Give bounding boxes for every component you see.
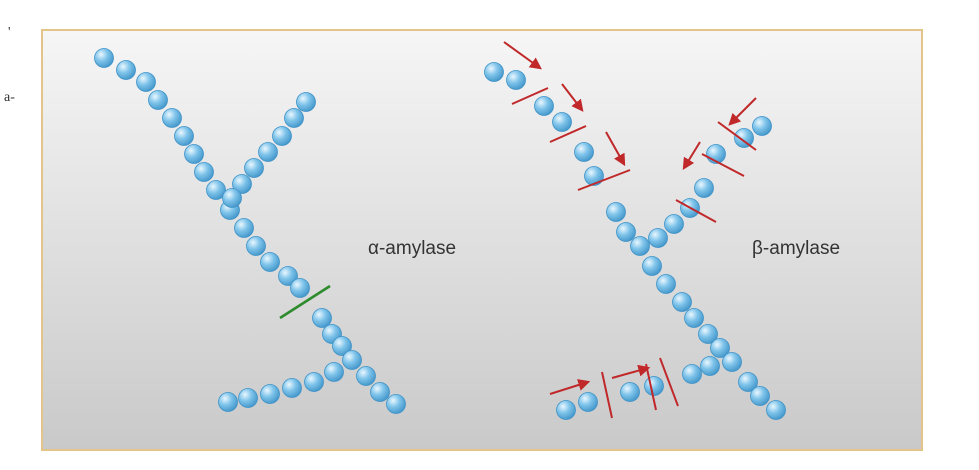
- beta-glucose-bead: [584, 166, 604, 186]
- beta-glucose-bead: [578, 392, 598, 412]
- alpha-glucose-bead: [284, 108, 304, 128]
- beta-cleavage-line: [659, 357, 679, 407]
- alpha-glucose-bead: [148, 90, 168, 110]
- beta-cleavage-line: [601, 371, 613, 419]
- red-arrow: [549, 379, 591, 395]
- beta-glucose-bead: [506, 70, 526, 90]
- beta-glucose-bead: [656, 274, 676, 294]
- beta-glucose-bead: [710, 338, 730, 358]
- alpha-glucose-bead: [94, 48, 114, 68]
- alpha-glucose-bead: [386, 394, 406, 414]
- alpha-glucose-bead: [260, 384, 280, 404]
- beta-glucose-bead: [750, 386, 770, 406]
- beta-glucose-bead: [606, 202, 626, 222]
- beta-glucose-bead: [552, 112, 572, 132]
- beta-glucose-bead: [698, 324, 718, 344]
- red-arrow: [611, 364, 651, 379]
- beta-glucose-bead: [574, 142, 594, 162]
- alpha-glucose-bead: [232, 174, 252, 194]
- alpha-glucose-bead: [184, 144, 204, 164]
- alpha-glucose-bead: [136, 72, 156, 92]
- beta-amylase-chain: [484, 62, 786, 420]
- beta-glucose-bead: [734, 128, 754, 148]
- cleavage-arrows: [503, 41, 757, 395]
- beta-cleavage-line: [701, 153, 745, 177]
- beta-glucose-bead: [682, 364, 702, 384]
- alpha-glucose-bead: [324, 362, 344, 382]
- beta-glucose-bead: [684, 308, 704, 328]
- corner-mark: ': [8, 25, 11, 40]
- red-arrow: [561, 83, 584, 112]
- alpha-glucose-bead: [272, 126, 292, 146]
- red-arrow: [503, 41, 542, 70]
- beta-glucose-bead: [766, 400, 786, 420]
- beta-amylase-label: β-amylase: [752, 238, 840, 259]
- beta-glucose-bead: [620, 382, 640, 402]
- alpha-glucose-bead: [174, 126, 194, 146]
- alpha-glucose-bead: [238, 388, 258, 408]
- alpha-glucose-bead: [296, 92, 316, 112]
- beta-glucose-bead: [642, 256, 662, 276]
- alpha-glucose-bead: [244, 158, 264, 178]
- alpha-glucose-bead: [332, 336, 352, 356]
- beta-cleavage-line: [511, 87, 549, 105]
- beta-glucose-bead: [738, 372, 758, 392]
- alpha-glucose-bead: [282, 378, 302, 398]
- beta-glucose-bead: [664, 214, 684, 234]
- alpha-amylase-chain: [94, 48, 406, 414]
- alpha-glucose-bead: [290, 278, 310, 298]
- diagram-frame: [41, 29, 923, 451]
- alpha-glucose-bead: [246, 236, 266, 256]
- beta-glucose-bead: [752, 116, 772, 136]
- beta-cleavage-line: [717, 121, 757, 151]
- beta-glucose-bead: [644, 376, 664, 396]
- beta-glucose-bead: [484, 62, 504, 82]
- alpha-glucose-bead: [234, 218, 254, 238]
- alpha-glucose-bead: [222, 188, 242, 208]
- beta-glucose-bead: [672, 292, 692, 312]
- alpha-glucose-bead: [278, 266, 298, 286]
- beta-glucose-bead: [722, 352, 742, 372]
- beta-cleavage-line: [675, 199, 717, 223]
- alpha-glucose-bead: [312, 308, 332, 328]
- alpha-glucose-bead: [194, 162, 214, 182]
- alpha-glucose-bead: [116, 60, 136, 80]
- alpha-glucose-bead: [356, 366, 376, 386]
- alpha-glucose-bead: [258, 142, 278, 162]
- alpha-glucose-bead: [342, 350, 362, 370]
- beta-glucose-bead: [556, 400, 576, 420]
- beta-glucose-bead: [534, 96, 554, 116]
- beta-glucose-bead: [694, 178, 714, 198]
- alpha-glucose-bead: [162, 108, 182, 128]
- alpha-amylase-label: α-amylase: [368, 238, 456, 259]
- red-arrow: [682, 141, 701, 171]
- margin-text-fragment: a-: [4, 90, 15, 105]
- beta-glucose-bead: [630, 236, 650, 256]
- alpha-cleavage-line: [279, 284, 331, 320]
- beta-cleavage-line: [549, 125, 587, 143]
- alpha-glucose-bead: [218, 392, 238, 412]
- beta-glucose-bead: [648, 228, 668, 248]
- beta-glucose-bead: [700, 356, 720, 376]
- alpha-glucose-bead: [206, 180, 226, 200]
- beta-cleavage-line: [577, 169, 631, 191]
- alpha-glucose-bead: [260, 252, 280, 272]
- alpha-glucose-bead: [304, 372, 324, 392]
- red-arrow: [605, 131, 626, 167]
- alpha-glucose-bead: [370, 382, 390, 402]
- beta-glucose-bead: [616, 222, 636, 242]
- red-arrow: [728, 97, 757, 126]
